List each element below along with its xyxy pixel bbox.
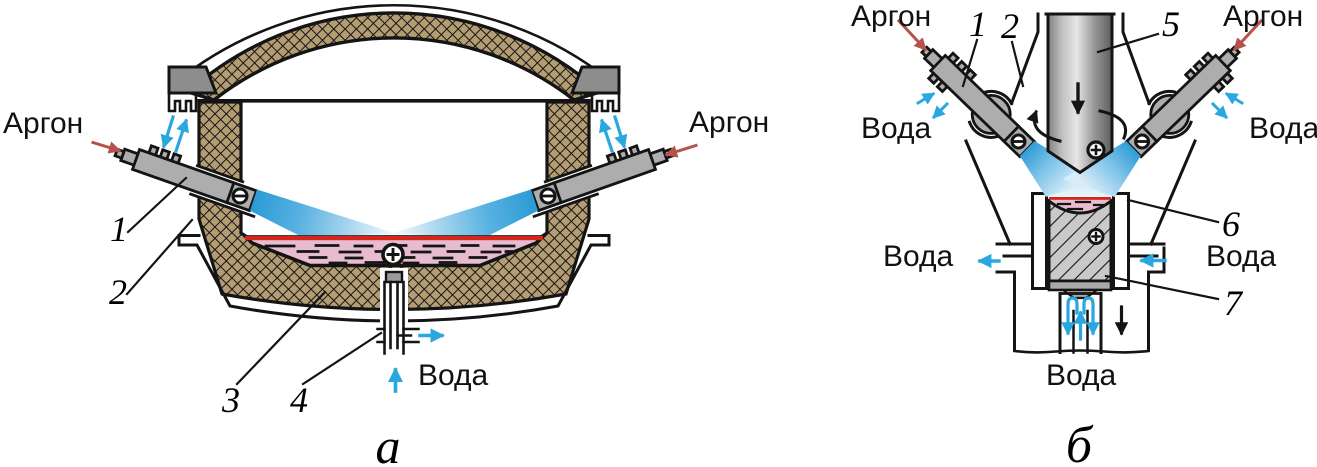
svg-text:Вода: Вода	[1249, 112, 1317, 145]
svg-text:2: 2	[109, 272, 127, 312]
svg-text:Вода: Вода	[883, 240, 954, 273]
svg-text:Аргон: Аргон	[851, 0, 931, 33]
svg-text:а: а	[376, 418, 401, 467]
svg-text:7: 7	[1224, 283, 1244, 323]
svg-text:б: б	[1066, 417, 1094, 467]
svg-text:Вода: Вода	[418, 359, 489, 392]
svg-text:Вода: Вода	[861, 112, 932, 145]
svg-text:Вода: Вода	[1046, 359, 1117, 392]
svg-text:1: 1	[969, 4, 987, 44]
svg-text:5: 5	[1162, 4, 1180, 44]
svg-text:Вода: Вода	[1206, 240, 1277, 273]
svg-text:Аргон: Аргон	[689, 106, 769, 139]
svg-text:1: 1	[110, 209, 128, 249]
svg-text:4: 4	[290, 380, 308, 420]
svg-text:Аргон: Аргон	[3, 107, 83, 140]
svg-text:3: 3	[221, 380, 240, 420]
svg-text:Аргон: Аргон	[1223, 0, 1303, 33]
svg-text:6: 6	[1222, 204, 1240, 244]
svg-text:2: 2	[1001, 6, 1019, 46]
